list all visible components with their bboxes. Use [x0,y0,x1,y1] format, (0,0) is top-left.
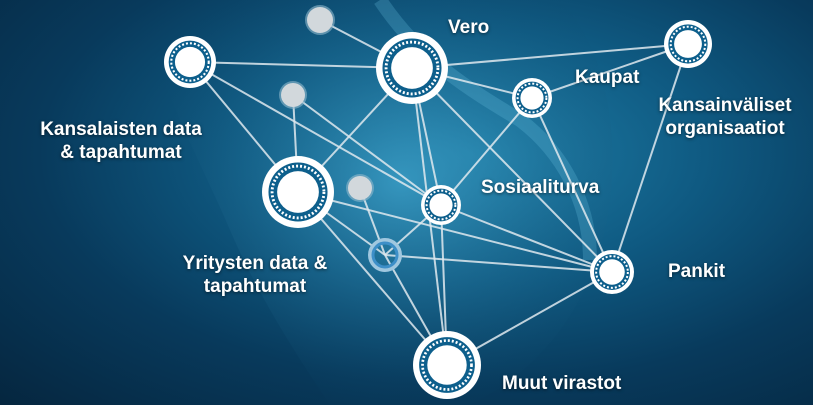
label-yritysten-line1: Yritysten data & [182,253,328,274]
edge-kansain-pankit [611,43,689,273]
label-muut-virastot: Muut virastot [502,373,622,394]
edge-kansain-kaupat [531,43,689,99]
edge-kansal-vero [189,61,413,69]
label-kansainvaliset-line2: organisaatiot [665,118,785,139]
edge-vero-pankit [411,67,613,273]
label-kansalaisten-line1: Kansalaisten data [40,119,202,140]
edge-sosiaal-pankit [440,204,613,273]
node-s3 [346,174,374,202]
label-yritysten: Yritysten data & tapahtumat [158,252,352,298]
edge-s2-sosiaal [292,94,442,206]
edge-kaupat-pankit [531,97,613,273]
edge-ring-pankit [384,254,613,273]
node-sosiaal [421,185,461,225]
label-sosiaaliturva: Sosiaaliturva [481,177,600,198]
label-kansalaisten-line2: & tapahtumat [60,142,182,163]
node-vero [376,32,448,104]
node-kaupat [512,78,552,118]
edge-yrit-muut [297,191,448,366]
label-yritysten-line2: tapahtumat [203,276,307,297]
node-muut [413,331,481,399]
node-pankit [590,250,634,294]
node-yrit [262,156,334,228]
node-s2 [279,81,307,109]
label-pankit: Pankit [668,261,726,282]
label-kansainvaliset-line1: Kansainväliset [658,95,792,116]
node-kansal [164,36,216,88]
label-kansalaisten: Kansalaisten data & tapahtumat [10,118,232,164]
node-s1 [305,5,335,35]
label-vero: Vero [448,17,490,38]
edge-kaupat-sosiaal [440,97,533,206]
node-kansain [664,20,712,68]
edge-yrit-pankit [297,191,613,273]
edge-kansal-sosiaal [189,61,442,206]
edge-vero-kansain [411,43,689,69]
label-kansainvaliset: Kansainväliset organisaatiot [642,94,808,140]
label-kaupat: Kaupat [575,67,640,88]
node-ring [368,238,402,272]
